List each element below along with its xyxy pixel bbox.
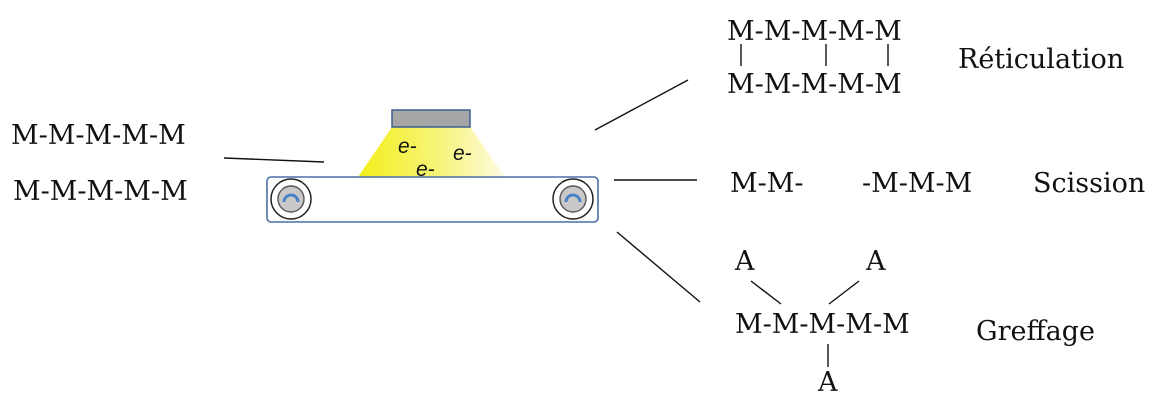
scission-fragment-right: -M-M-M (862, 168, 973, 199)
grafting-pointer-line (616, 231, 701, 303)
conveyor-roller-left (270, 178, 312, 220)
grafting-label: Greffage (976, 316, 1095, 347)
electron-beam (358, 127, 505, 177)
conveyor-roller-right (552, 178, 594, 220)
graft-bond-top-left (750, 280, 782, 305)
electron-label-3: e- (416, 158, 435, 181)
input-chain-bottom: M-M-M-M-M (13, 176, 188, 207)
conveyor-belt (266, 176, 599, 223)
crosslinking-label: Réticulation (958, 44, 1125, 75)
crosslinking-pointer-line (594, 79, 689, 131)
electron-label-1: e- (398, 135, 417, 158)
graft-branch-bottom: A (818, 367, 838, 398)
graft-bond-top-right (828, 280, 860, 305)
graft-chain: M-M-M-M-M (735, 309, 910, 340)
input-arrow-line (223, 157, 325, 163)
crosslink-chain-top: M-M-M-M-M (727, 16, 902, 47)
graft-branch-top-left: A (735, 246, 755, 277)
electron-label-2: e- (453, 142, 472, 165)
scission-fragment-left: M-M- (730, 168, 804, 199)
graft-branch-top-right: A (866, 246, 886, 277)
electron-source (391, 109, 471, 128)
scission-label: Scission (1033, 168, 1146, 199)
crosslink-chain-bottom: M-M-M-M-M (727, 69, 902, 100)
input-chain-top: M-M-M-M-M (11, 120, 186, 151)
